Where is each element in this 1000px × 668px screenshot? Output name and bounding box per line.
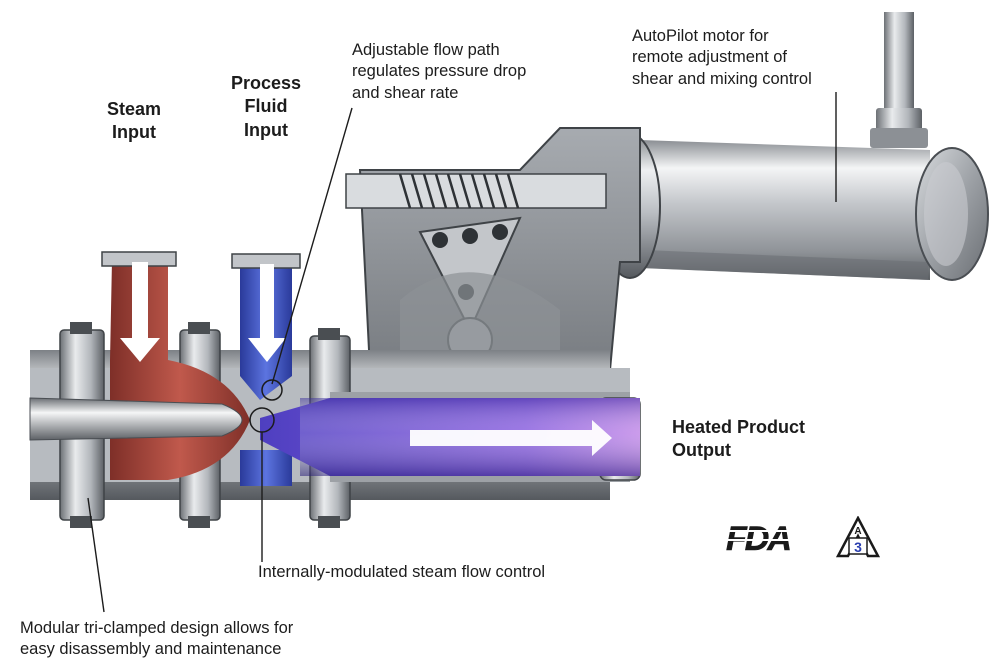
steam-input-line-2: Input (112, 122, 156, 143)
modular-label: Modular tri-clamped design allows for ea… (20, 618, 293, 661)
modular-line-2: easy disassembly and maintenance (20, 640, 282, 659)
process-fluid-line-2: Fluid (244, 96, 288, 117)
injector-rod (29, 379, 283, 441)
3a-logo-graphic: 3 A (835, 515, 881, 558)
flow-path-line-3: and shear rate (352, 83, 459, 102)
autopilot-motor (599, 133, 989, 281)
3a-logo-letter: A (854, 526, 861, 537)
callout-modular (87, 497, 105, 613)
autopilot-line-3: shear and mixing control (632, 69, 812, 88)
heated-output-line-2: Output (672, 440, 731, 461)
process-fluid-input-label: Process Fluid Input (220, 72, 312, 142)
heated-output-label: Heated Product Output (672, 416, 805, 463)
steam-control-label: Internally-modulated steam flow control (258, 563, 546, 581)
actuator-housing (345, 127, 641, 372)
3a-logo-number: 3 (854, 539, 862, 555)
motor-shaft (870, 12, 928, 148)
flow-path-label: Adjustable flow path regulates pressure … (352, 40, 526, 104)
flow-path-line-2: regulates pressure drop (352, 62, 527, 81)
3a-sanitary-logo: 3 A (835, 515, 881, 563)
autopilot-line-2: remote adjustment of (632, 48, 787, 67)
fda-logo-text: FDA (726, 520, 790, 556)
autopilot-line-1: AutoPilot motor for (632, 27, 769, 45)
steam-input-label: Steam Input (92, 98, 176, 145)
product-output-path (260, 398, 640, 476)
fda-logo: FDA (726, 520, 818, 561)
heated-output-line-1: Heated Product (672, 417, 806, 437)
process-fluid-line-1: Process (230, 73, 302, 93)
autopilot-label: AutoPilot motor for remote adjustment of… (632, 26, 812, 90)
callout-flow-path (271, 107, 353, 385)
fda-logo-graphic: FDA (726, 520, 816, 558)
modular-line-1: Modular tri-clamped design allows for (20, 619, 294, 637)
flow-path-line-1: Adjustable flow path (352, 41, 500, 59)
process-fluid-path (231, 253, 301, 486)
callout-lines (87, 92, 837, 613)
process-fluid-line-3: Input (244, 119, 288, 140)
steam-input-line-1: Steam (106, 99, 162, 119)
